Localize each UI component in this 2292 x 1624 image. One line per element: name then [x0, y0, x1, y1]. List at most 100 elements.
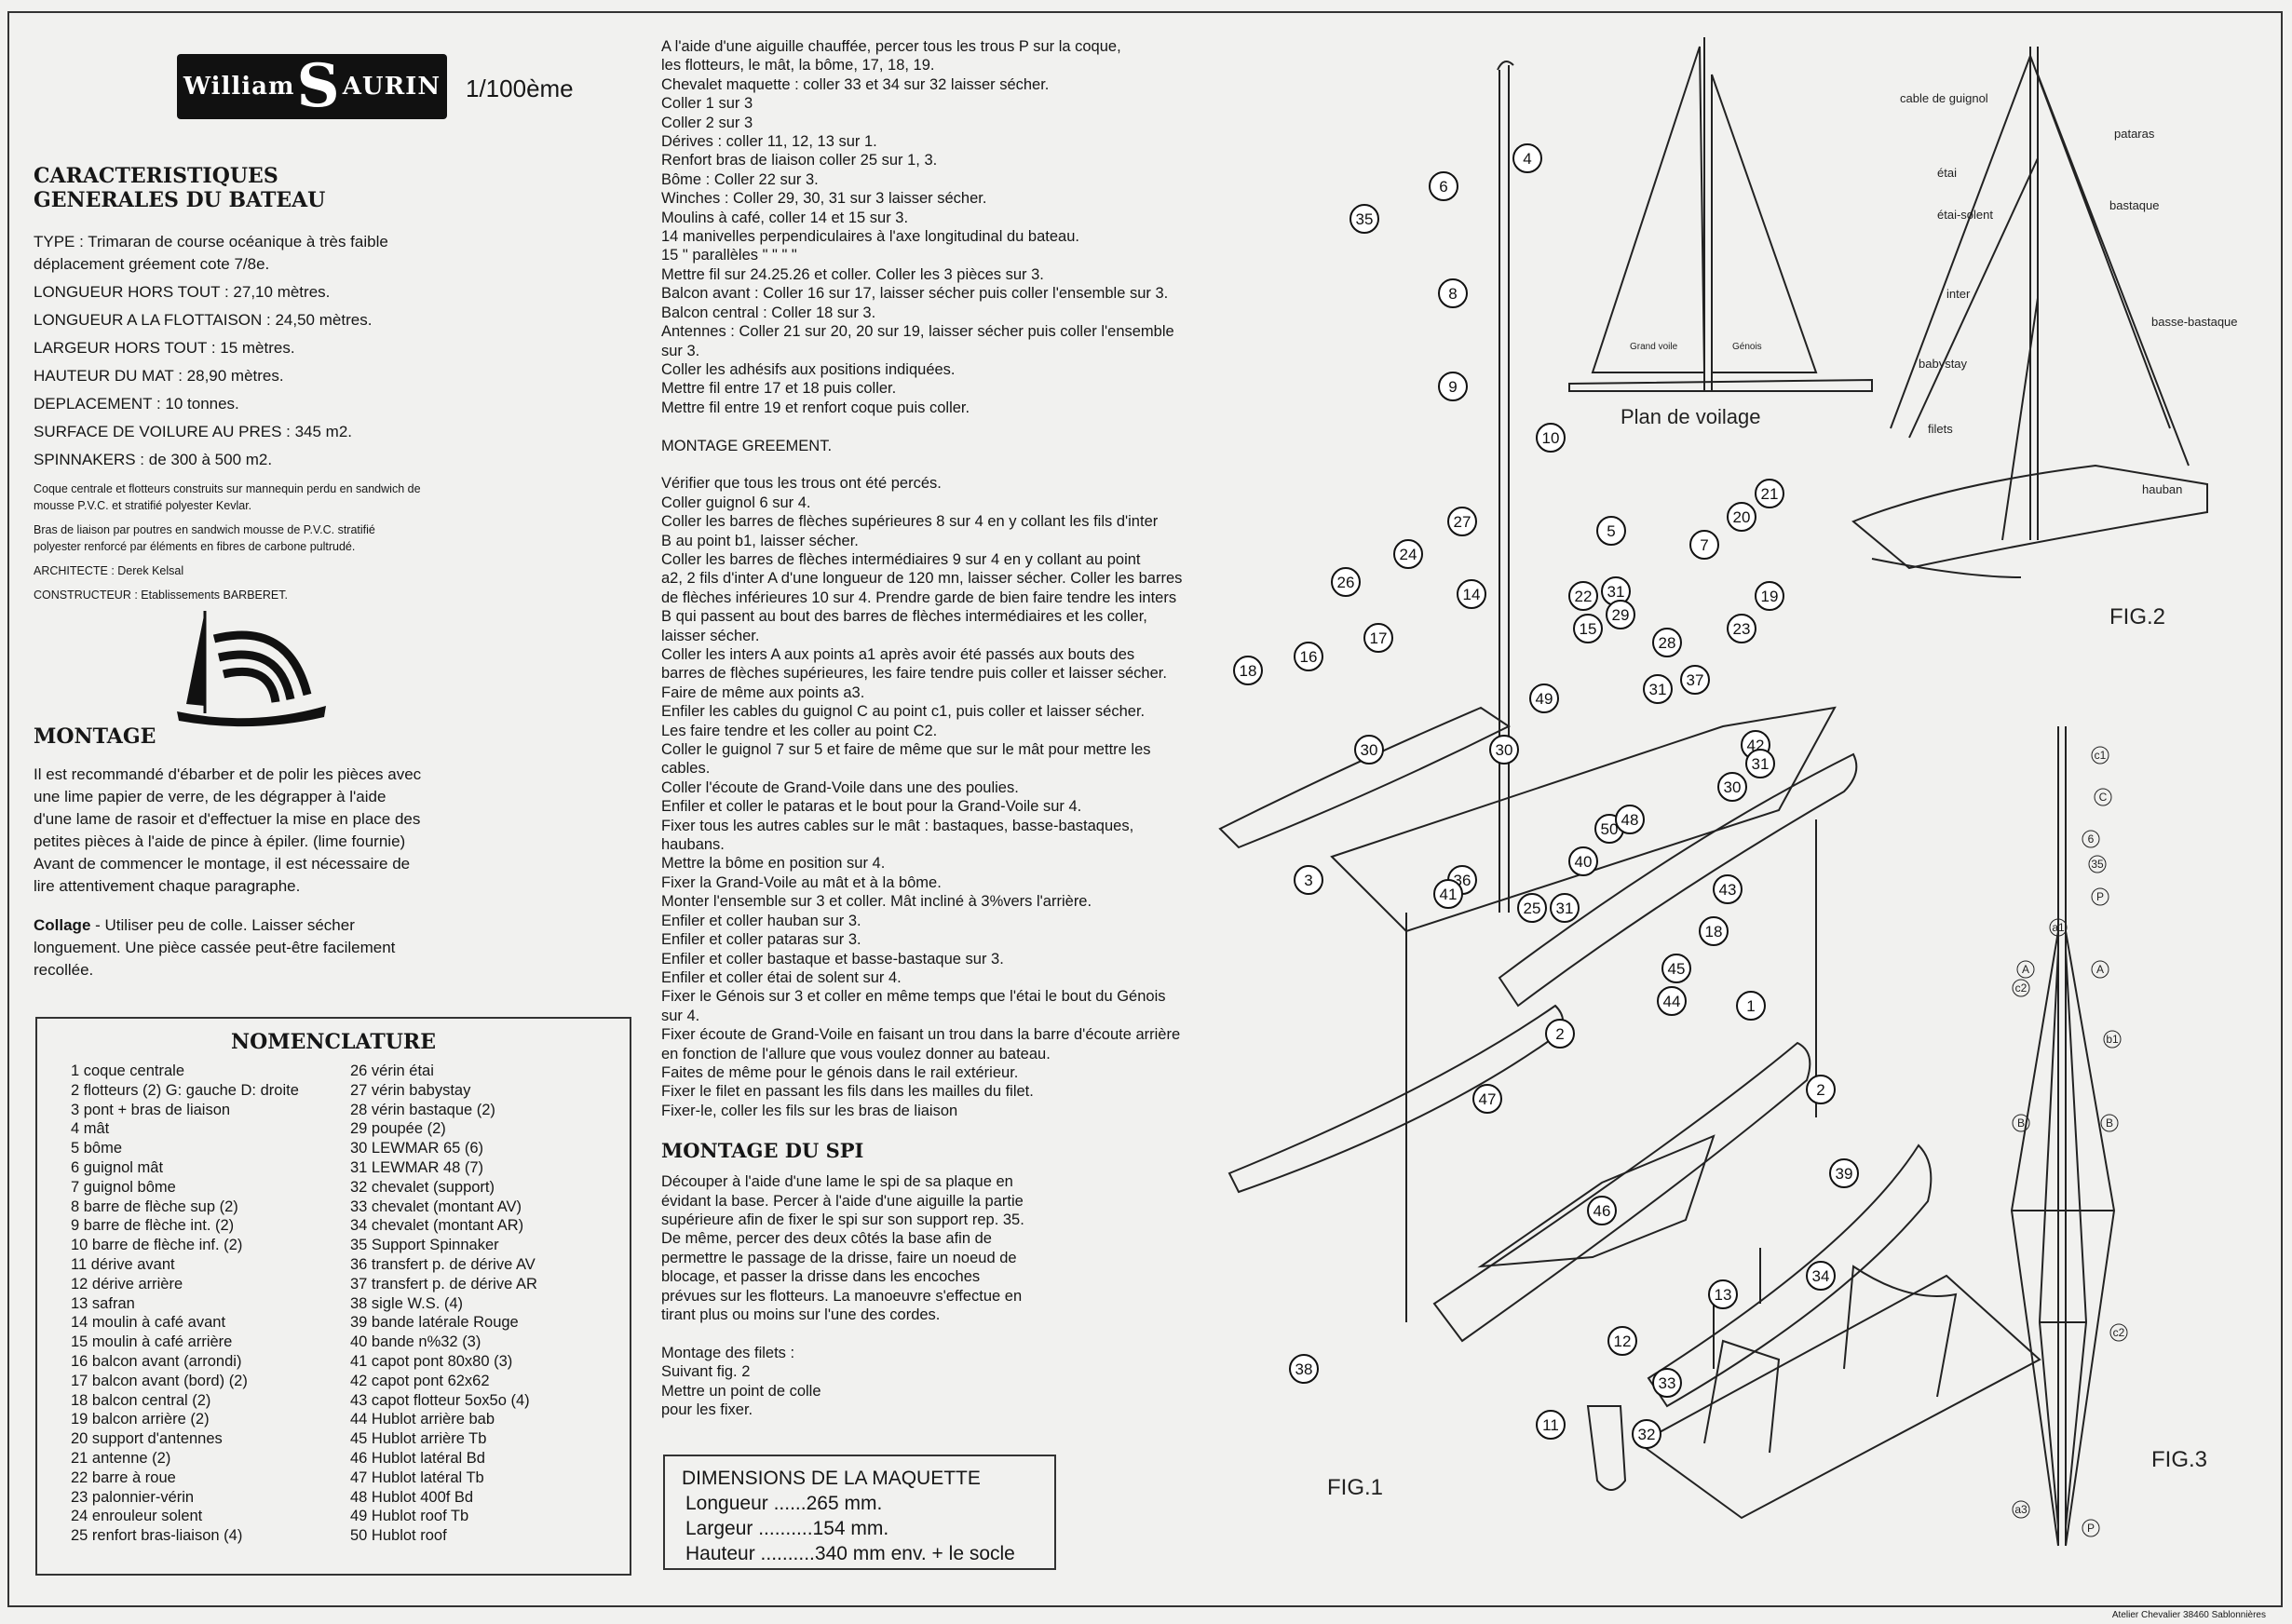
fig3-label-item: B	[2100, 1114, 2119, 1132]
nomenclature-item: 38 sigle W.S. (4)	[350, 1294, 464, 1312]
nomenclature-item: 48 Hublot 400f Bd	[350, 1488, 474, 1506]
nomenclature-item: 42 capot pont 62x62	[350, 1372, 490, 1389]
instructions-column: A l'aide d'une aiguille chauffée, percer…	[661, 37, 1220, 1419]
fig2-label-item: étai-solent	[1937, 208, 1993, 222]
instruction-line: Bôme : Coller 22 sur 3.	[661, 170, 819, 188]
svg-text:14: 14	[1463, 586, 1481, 603]
part-callout: 31	[1550, 893, 1580, 923]
svg-text:a3: a3	[2014, 1503, 2028, 1516]
part-callout: 17	[1363, 623, 1393, 653]
svg-text:29: 29	[1612, 606, 1630, 624]
nomenclature-item: 9 barre de flèche int. (2)	[71, 1217, 235, 1235]
instruction-line: Mettre fil sur 24.25.26 et coller. Colle…	[661, 265, 1044, 283]
printer-credit: Atelier Chevalier 38460 Sablonnières	[2111, 1610, 2266, 1620]
svg-text:33: 33	[1659, 1374, 1676, 1392]
spi-instructions: Découper à l'aide d'une lame le spi de s…	[661, 1172, 1220, 1419]
part-callout: 48	[1615, 805, 1645, 834]
svg-text:20: 20	[1733, 508, 1751, 526]
svg-text:10: 10	[1542, 429, 1560, 447]
instruction-line: Coller guignol 6 sur 4.	[661, 494, 811, 511]
svg-text:37: 37	[1687, 671, 1704, 689]
part-callout: 23	[1727, 614, 1756, 643]
part-callout: 49	[1529, 683, 1559, 713]
page-border	[7, 11, 2283, 1607]
part-callout: 25	[1517, 893, 1547, 923]
montage-paragraph-2: Avant de commencer le montage, il est né…	[34, 855, 411, 895]
nomenclature-item: 28 vérin bastaque (2)	[350, 1101, 495, 1118]
instruction-line: B qui passent au bout des barres de flèc…	[661, 608, 1147, 626]
part-callout: 40	[1568, 846, 1598, 876]
part-callout: 32	[1632, 1419, 1661, 1449]
fig3-label-item: c1	[2091, 746, 2109, 765]
part-callout: 10	[1536, 423, 1566, 453]
svg-text:B: B	[2106, 1116, 2113, 1130]
svg-text:3: 3	[1304, 872, 1312, 889]
nomenclature-item: 33 chevalet (montant AV)	[350, 1198, 522, 1215]
instruction-line: Enfiler et coller hauban sur 3.	[661, 912, 861, 929]
fig2-label-item: pataras	[2114, 127, 2155, 141]
part-callout: 12	[1607, 1326, 1637, 1356]
characteristic-item: SPINNAKERS : de 300 à 500 m2.	[34, 451, 273, 468]
part-callout: 18	[1233, 656, 1263, 685]
part-callout: 21	[1755, 479, 1784, 508]
nomenclature-item: 18 balcon central (2)	[71, 1391, 211, 1409]
sail-plan-title: Plan de voilage	[1621, 405, 1760, 428]
svg-text:35: 35	[1356, 210, 1374, 228]
svg-text:c1: c1	[2095, 749, 2107, 762]
part-callout: 24	[1393, 539, 1423, 569]
instruction-line: Enfiler les cables du guignol C au point…	[661, 703, 1146, 721]
svg-text:31: 31	[1607, 583, 1625, 601]
nomenclature-item: 4 mât	[71, 1120, 110, 1138]
svg-text:49: 49	[1536, 690, 1553, 708]
svg-text:21: 21	[1761, 485, 1779, 503]
svg-text:c2: c2	[2113, 1326, 2125, 1339]
instruction-line: Fixer le filet en passant les fils dans …	[661, 1083, 1034, 1101]
nomenclature-item: 27 vérin babystay	[350, 1081, 471, 1099]
characteristics-list: TYPE : Trimaran de course océanique à tr…	[34, 231, 425, 471]
part-callout: 28	[1652, 628, 1682, 657]
part-callout: 2	[1806, 1075, 1836, 1104]
fig2-label-item: cable de guignol	[1900, 91, 1988, 105]
fig3-mast	[2010, 726, 2116, 1547]
fig3-label-item: c2	[2012, 979, 2030, 997]
instruction-line: Enfiler et coller pataras sur 3.	[661, 931, 861, 949]
part-callout: 22	[1568, 581, 1598, 611]
part-callout: 44	[1657, 986, 1687, 1016]
svg-text:25: 25	[1524, 900, 1541, 917]
part-callout: 2	[1545, 1019, 1575, 1049]
fig3-label-item: P	[2091, 887, 2109, 906]
svg-text:2: 2	[1816, 1081, 1824, 1099]
instruction-line: a2, 2 fils d'inter A d'une longueur de 1…	[661, 570, 1183, 588]
fig1-deck	[1218, 706, 1858, 1322]
instruction-line: A l'aide d'une aiguille chauffée, percer…	[661, 38, 1121, 55]
part-callout: 35	[1349, 204, 1379, 234]
characteristic-item: SURFACE DE VOILURE AU PRES : 345 m2.	[34, 423, 353, 440]
instruction-line: Fixer le Génois sur 3 et coller en même …	[661, 988, 1166, 1006]
sail-logo-icon	[177, 611, 326, 727]
fig3-label-item: c2	[2109, 1323, 2128, 1342]
montage-title: MONTAGE	[34, 724, 156, 749]
instruction-line: Chevalet maquette : coller 33 et 34 sur …	[661, 75, 1050, 93]
nomenclature-item: 14 moulin à café avant	[71, 1314, 226, 1332]
brand-big-s: S	[296, 51, 341, 121]
spi-line: blocage, et passer la drisse dans les en…	[661, 1268, 981, 1286]
part-callout: 39	[1829, 1158, 1859, 1188]
svg-text:B: B	[2017, 1116, 2025, 1130]
svg-text:6: 6	[1439, 178, 1447, 196]
svg-text:23: 23	[1733, 620, 1751, 638]
instruction-line: Balcon central : Coller 18 sur 3.	[661, 304, 876, 321]
construction-note-2: Bras de liaison par poutres en sandwich …	[34, 523, 375, 553]
instruction-line: Coller 1 sur 3	[661, 95, 753, 113]
instruction-line: laisser sécher.	[661, 627, 760, 644]
collage-label: Collage	[34, 916, 91, 934]
instruction-line: Fixer-le, coller les fils sur les bras d…	[661, 1102, 958, 1119]
part-callout: 43	[1713, 874, 1743, 904]
instruction-line: les flotteurs, le mât, la bôme, 17, 18, …	[661, 57, 935, 74]
nomenclature-item: 8 barre de flèche sup (2)	[71, 1198, 238, 1215]
part-callout: 11	[1536, 1410, 1566, 1440]
fig1-mast	[1497, 61, 1514, 913]
svg-text:16: 16	[1300, 648, 1318, 666]
nomenclature-item: 10 barre de flèche inf. (2)	[71, 1237, 243, 1254]
